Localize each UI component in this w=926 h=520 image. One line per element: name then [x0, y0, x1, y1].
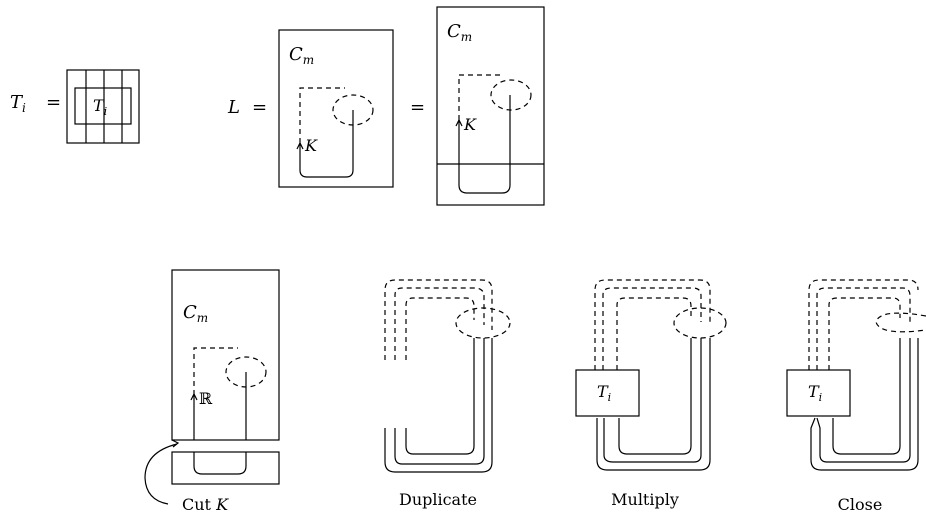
close-solid-middle: [816, 338, 911, 463]
ti-lhs-label: Ti: [10, 92, 26, 115]
dup-dashed-outer: [384, 279, 493, 360]
mul-meridian-circle: [673, 307, 727, 339]
ti-equals: =: [46, 92, 61, 113]
meridian-circle-2: [490, 79, 532, 111]
mul-solid-middle: [603, 338, 702, 463]
k-arrow-1: [296, 141, 304, 150]
dup-solid-middle: [394, 338, 485, 465]
close-panel: Ti Close: [786, 279, 926, 514]
cut-box-upper: [171, 269, 280, 441]
strand-lower-arc: [193, 452, 247, 475]
dup-dashed-inner: [405, 297, 475, 360]
close-meridian-partial: [875, 312, 926, 333]
close-dashed-middle: [816, 287, 911, 370]
r-arrow: [190, 392, 198, 401]
mul-dashed-inner: [616, 297, 692, 370]
meridian-circle-3: [225, 356, 267, 388]
close-ti-label: Ti: [808, 382, 822, 404]
duplicate-panel: Duplicate: [384, 279, 511, 509]
knot-k-solid-1: [299, 110, 354, 178]
multiply-panel: Ti Multiply: [575, 279, 727, 509]
cut-curved-arrow: [144, 443, 178, 505]
mul-solid-inner: [618, 338, 692, 455]
cut-panel: Cm ℝ Cut K: [144, 269, 280, 514]
l-lhs-label: L: [227, 97, 240, 118]
close-dashed-inner: [828, 297, 901, 370]
l-box-2: [436, 6, 545, 206]
ti-outer-box: [66, 69, 140, 144]
dup-dashed-middle: [394, 287, 485, 360]
close-dashed-outer: [808, 279, 919, 370]
strand-dashed-3: [193, 347, 238, 395]
mul-ti-label: Ti: [597, 382, 611, 404]
close-solid-outer: [810, 338, 919, 471]
knot-k-dashed-2: [458, 74, 503, 120]
mul-dashed-middle: [602, 287, 702, 370]
k-arrow-2: [455, 118, 463, 127]
cm-label-2: Cm: [447, 21, 472, 44]
l-equals-1: =: [252, 97, 267, 118]
r-label: ℝ: [199, 389, 213, 408]
mul-dashed-outer: [594, 279, 711, 370]
cut-caption: Cut K: [182, 495, 229, 514]
duplicate-caption: Duplicate: [399, 490, 477, 509]
k-label-1: K: [304, 136, 318, 155]
l-equals-2: =: [410, 97, 425, 118]
cut-box-lower: [171, 451, 280, 485]
dup-solid-inner: [405, 338, 475, 455]
dup-solid-outer: [384, 338, 493, 473]
dup-meridian-circle: [455, 307, 511, 339]
multiply-caption: Multiply: [611, 490, 679, 509]
knot-k-dashed-1: [299, 87, 345, 143]
close-solid-inner: [832, 338, 901, 455]
ti-definition: Ti = Ti: [10, 69, 140, 144]
close-ti-box: [786, 369, 851, 417]
close-caption: Close: [838, 495, 883, 514]
cut-arrowhead: [171, 439, 180, 448]
l-definition: L = Cm K = Cm K: [227, 6, 545, 206]
k-label-2: K: [463, 115, 477, 134]
cm-label-1: Cm: [289, 44, 314, 67]
ti-inner-box: [74, 87, 132, 125]
l-box-1: [278, 29, 394, 188]
meridian-circle-1: [332, 94, 374, 126]
ti-inner-label: Ti: [93, 96, 107, 118]
cm-label-3: Cm: [183, 302, 208, 325]
mul-ti-box: [575, 369, 640, 417]
mul-solid-outer: [596, 338, 711, 471]
knot-k-solid-2: [458, 95, 511, 194]
